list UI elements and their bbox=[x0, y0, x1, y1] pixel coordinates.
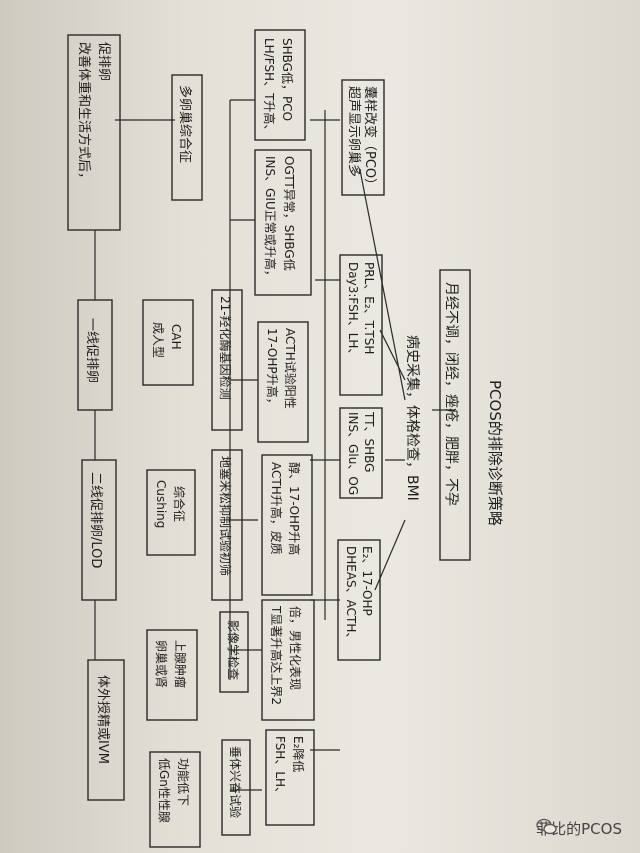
symptoms-text: 月经不调，闭经，痤疮，肥胖，不孕 bbox=[443, 282, 459, 506]
box-ins-high bbox=[254, 149, 312, 296]
dex-test-text: 地塞米松抑制试验初筛 bbox=[218, 456, 233, 576]
box-ultrasound bbox=[341, 79, 385, 196]
box-day3 bbox=[339, 254, 383, 396]
pcos-text: 多卵巢综合征 bbox=[177, 85, 193, 163]
imaging-text: 影像学检查 bbox=[226, 620, 241, 680]
box-gene-test bbox=[211, 289, 243, 431]
cah-line-1: 成人型 bbox=[151, 322, 165, 358]
lifestyle-line-2: 促排卵 bbox=[96, 42, 111, 81]
cushing-line-1: Cushing bbox=[154, 480, 168, 528]
connector-history-day3 bbox=[379, 329, 406, 381]
chart-title: PCOS的排除诊断策略 bbox=[486, 380, 504, 526]
box-second-line bbox=[81, 459, 117, 601]
ins-glu-line-2: TT、SHBG bbox=[362, 411, 376, 472]
box-dhea bbox=[337, 539, 381, 661]
t-high-line-2: 倍，男性化表现 bbox=[288, 606, 303, 690]
t-high-line-1: T显著升高达上界2 bbox=[269, 605, 284, 705]
watermark: 菲比的PCOS bbox=[536, 818, 622, 839]
fsh-low-line-1: FSH、LH、 bbox=[273, 736, 287, 799]
box-lifestyle bbox=[67, 34, 121, 231]
tumor-line-2: 上腺肿瘤 bbox=[173, 640, 188, 688]
dhea-line-1: DHEAS、ACTH、 bbox=[344, 546, 358, 644]
box-first-line bbox=[77, 299, 113, 411]
box-ohp-high bbox=[257, 321, 309, 443]
box-ins-glu bbox=[339, 407, 383, 499]
fsh-low-line-2: E₂降低 bbox=[291, 736, 305, 772]
pit-test-text: 垂体兴奋试验 bbox=[228, 746, 243, 818]
gnrh-line-1: 低Gn性性腺 bbox=[157, 758, 171, 823]
ultrasound-line-2: 囊样改变（PCO） bbox=[362, 86, 378, 191]
ivm-text: 体外授精或IVM bbox=[95, 675, 110, 764]
day3-line-1: Day3:FSH、LH、 bbox=[346, 262, 360, 360]
lh-fsh-line-1: LH/FSH、T升高、 bbox=[262, 38, 277, 136]
box-pit-test bbox=[221, 739, 251, 836]
box-cah bbox=[142, 299, 194, 386]
box-symptoms bbox=[439, 269, 471, 561]
box-ivm bbox=[87, 659, 125, 801]
box-dex-test bbox=[211, 449, 243, 601]
box-pcos bbox=[171, 74, 203, 201]
ins-high-line-2: OGTT异常，SHBG低 bbox=[282, 156, 296, 271]
connectors bbox=[94, 99, 455, 791]
ins-glu-line-1: INS、Glu、OG bbox=[346, 412, 360, 495]
ohp-high-line-2: ACTH试验阳性 bbox=[283, 328, 298, 409]
cah-line-2: CAH bbox=[169, 324, 183, 350]
watermark-text: 菲比的PCOS bbox=[536, 820, 622, 838]
acth-high-line-1: ACTH升高，皮质 bbox=[269, 462, 284, 555]
day3-line-2: PRL、E₂、T.TSH bbox=[362, 262, 376, 354]
box-fsh-low bbox=[265, 729, 315, 826]
ohp-high-line-1: 17-OHP升高， bbox=[265, 328, 280, 410]
box-cushing bbox=[146, 469, 196, 556]
first-line-text: 一线促排卵 bbox=[84, 318, 99, 383]
acth-high-line-2: 醇、17-OHP升高 bbox=[287, 462, 302, 555]
cushing-line-2: 综合征 bbox=[172, 486, 187, 522]
box-gnrh bbox=[149, 751, 201, 848]
ins-high-line-1: INS、GIU正常或升高， bbox=[263, 156, 278, 282]
lifestyle-line-1: 改善体重和生活方式后， bbox=[76, 42, 92, 185]
box-imaging bbox=[219, 611, 249, 693]
box-lh-fsh bbox=[254, 29, 306, 141]
gene-test-text: 21-羟化酶基因检测 bbox=[218, 296, 233, 400]
second-line-text: 二线促排卵/LOD bbox=[88, 472, 103, 568]
box-t-high bbox=[261, 599, 315, 721]
box-acth-high bbox=[261, 454, 313, 596]
box-tumor bbox=[146, 629, 198, 721]
lh-fsh-line-2: SHBG低，PCO bbox=[280, 38, 294, 121]
wechat-icon bbox=[536, 818, 557, 835]
tumor-line-1: 卵巢或肾 bbox=[154, 640, 168, 688]
ultrasound-line-1: 超声显示卵巢多 bbox=[346, 86, 362, 177]
history-text: 病史采集，体格检查，BMI bbox=[404, 335, 421, 501]
gnrh-line-2: 功能低下 bbox=[176, 758, 190, 806]
dhea-line-2: E₂、17-OHP bbox=[360, 546, 374, 616]
